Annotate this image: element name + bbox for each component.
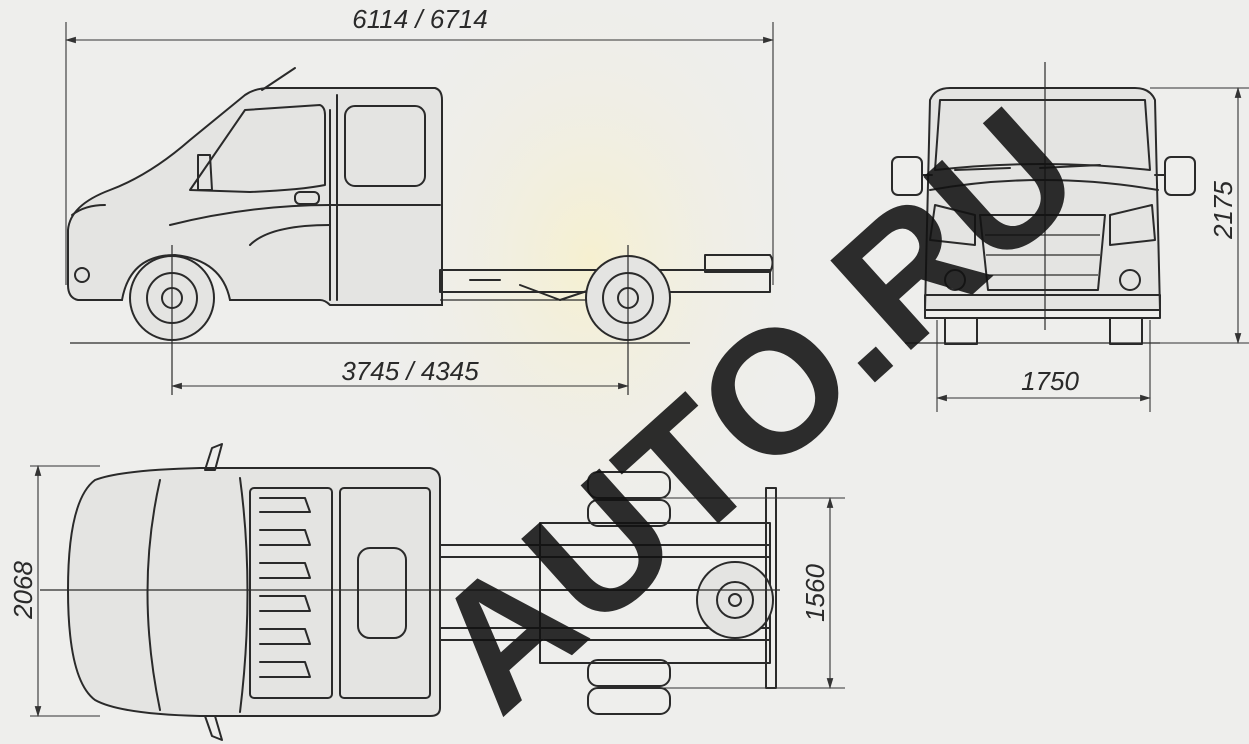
overall-length-dimension <box>64 22 775 285</box>
height-dimension <box>1150 86 1249 345</box>
track-rear-label: 1560 <box>800 564 830 622</box>
track-rear-dimension <box>660 496 845 690</box>
track-front-label: 1750 <box>1021 366 1079 396</box>
wheelbase-label: 3745 / 4345 <box>341 356 479 386</box>
track-front-dimension <box>935 320 1152 412</box>
overall-width-dimension <box>30 464 100 718</box>
front-view <box>891 62 1196 345</box>
overall-width-label: 2068 <box>8 561 38 620</box>
side-view <box>67 67 774 395</box>
height-label: 2175 <box>1208 181 1238 240</box>
top-view <box>40 443 780 741</box>
overall-length-label: 6114 / 6714 <box>352 4 487 34</box>
